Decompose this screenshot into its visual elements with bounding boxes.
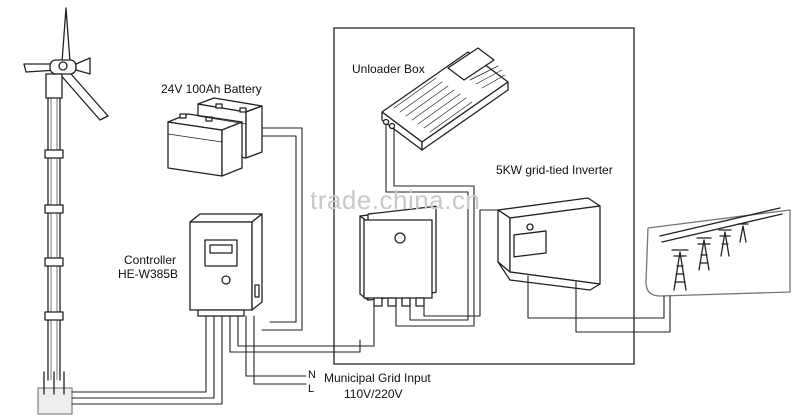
power-line-towers xyxy=(659,207,783,291)
controller-model-label: HE-W385B xyxy=(118,267,179,281)
grid-input-label: Municipal Grid Input xyxy=(324,371,431,385)
controller-label: Controller xyxy=(124,253,177,267)
unloader-box xyxy=(381,47,509,151)
enclosure-frame xyxy=(333,27,635,365)
inverter-label: 5KW grid-tied Inverter xyxy=(496,163,613,177)
wiring xyxy=(71,123,671,405)
unloader-label: Unloader Box xyxy=(352,62,425,76)
l-terminal-label: L xyxy=(308,383,315,395)
watermark-text: trade.china.cn xyxy=(310,185,481,215)
wind-turbine xyxy=(23,7,109,415)
inverter-unit xyxy=(497,197,601,291)
controller-unit xyxy=(189,213,263,317)
battery-label: 24V 100Ah Battery xyxy=(161,82,262,96)
n-terminal-label: N xyxy=(308,369,316,381)
combiner-box xyxy=(359,205,437,307)
controller-knob xyxy=(221,275,231,285)
grid-voltage-label: 110V/220V xyxy=(344,387,403,401)
battery-bank xyxy=(167,97,263,177)
